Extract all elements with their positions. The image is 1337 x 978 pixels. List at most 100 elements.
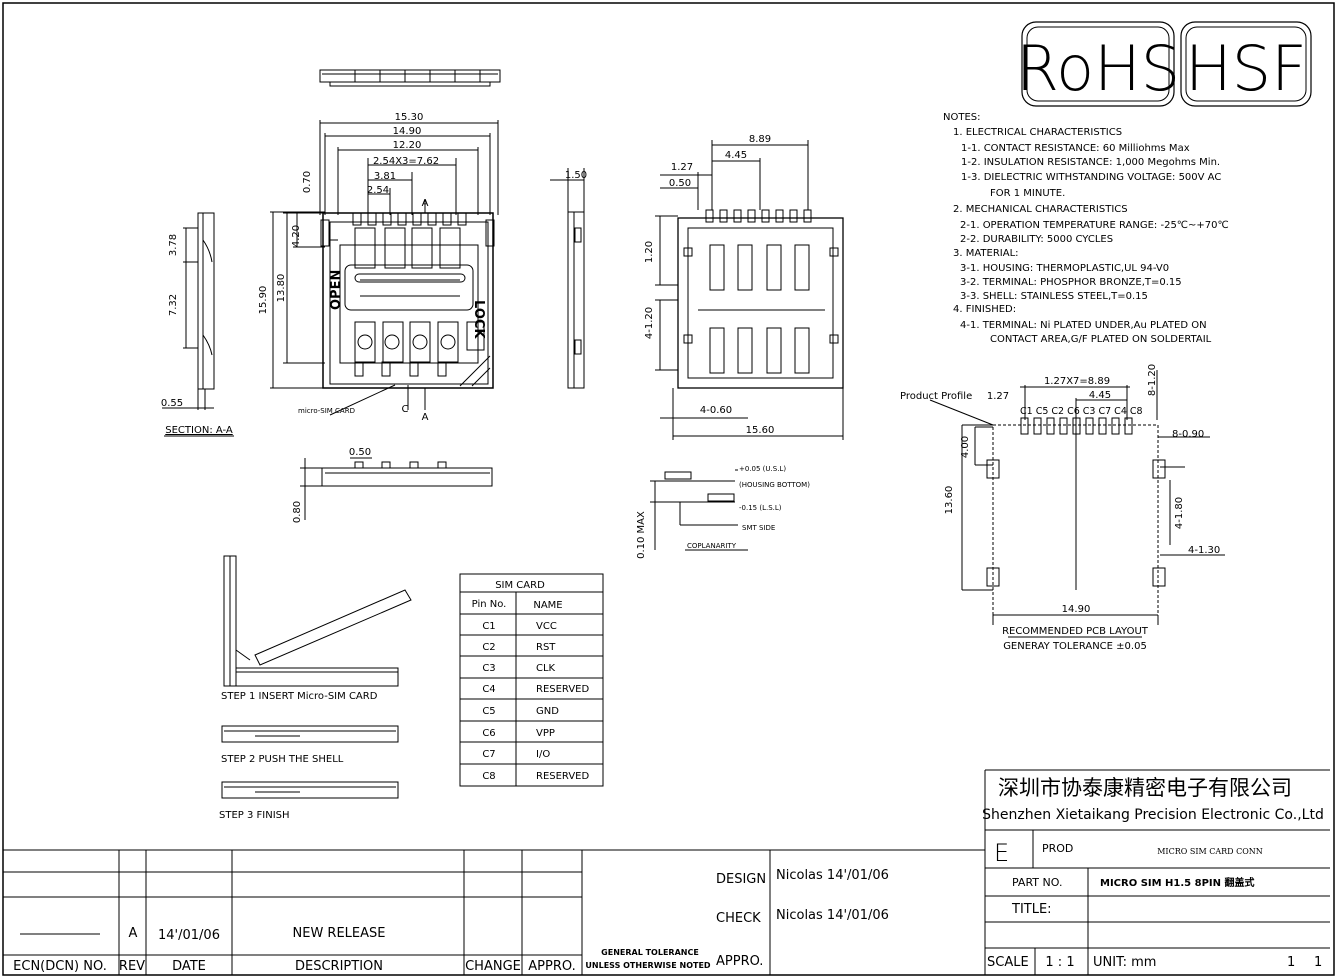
pcb-dim-4-1-30: 4-1.30 — [1188, 545, 1220, 556]
pcb-dim-14-90: 14.90 — [1062, 604, 1091, 615]
sim-table-cell: C5 — [482, 706, 495, 717]
dim-3-78: 3.78 — [168, 234, 179, 256]
main-top-view: 15.30 14.90 12.20 2.54X3=7.62 3.81 2.54 … — [258, 112, 499, 423]
dim-4-20: 4.20 — [291, 225, 302, 247]
dim-1-27: 1.27 — [671, 162, 693, 173]
prod-value: MICRO SIM CARD CONN — [1157, 847, 1263, 856]
appro-header: APPRO. — [528, 959, 575, 974]
step-3-label: STEP 3 FINISH — [219, 810, 290, 821]
dim-0-50: 0.50 — [669, 178, 691, 189]
sim-table-cell: C1 — [482, 621, 495, 632]
smt-side-label: SMT SIDE — [742, 524, 775, 532]
lock-label: LOCK — [471, 300, 486, 339]
sim-table-cell: RESERVED — [536, 684, 589, 695]
top-side-view — [319, 69, 501, 87]
section-mark-a: A — [422, 198, 429, 209]
pcb-pin-labels: C1 C5 C2 C6 C3 C7 C4 C8 — [1020, 406, 1143, 417]
change-header: CHANGE — [465, 959, 521, 974]
dim-15-30: 15.30 — [395, 112, 424, 123]
pcb-dim-8-1-20: 8-1.20 — [1147, 364, 1158, 396]
dim-4-1-20: 4-1.20 — [644, 307, 655, 339]
sim-table-cell: I/O — [536, 749, 550, 760]
product-profile-label: Product Profile — [900, 391, 972, 402]
date-header: DATE — [172, 959, 206, 974]
pcb-dim-8-0-90: 8-0.90 — [1172, 429, 1204, 440]
dim-0-10-max: 0.10 MAX — [636, 511, 647, 559]
unless-noted: UNLESS OTHERWISE NOTED — [585, 961, 711, 970]
sim-table-cell: C2 — [482, 642, 495, 653]
svg-text:RoHS: RoHS — [1016, 32, 1180, 105]
section-mark-a: A — [422, 412, 429, 423]
pcb-dim-4-00: 4.00 — [960, 436, 971, 458]
sheet-total: 1 — [1314, 955, 1322, 970]
dim-8-89: 8.89 — [749, 134, 771, 145]
note-line: NOTES: — [943, 112, 981, 123]
section-title: SECTION: A-A — [165, 425, 233, 436]
dim-4-45: 4.45 — [725, 150, 747, 161]
step-1-label: STEP 1 INSERT Micro-SIM CARD — [221, 691, 378, 702]
dim-15-60: 15.60 — [746, 425, 775, 436]
sim-table-cell: GND — [536, 706, 559, 717]
note-line: 2-2. DURABILITY: 5000 CYCLES — [960, 234, 1113, 245]
title-block: 深圳市协泰康精密电子有限公司 Shenzhen Xietaikang Preci… — [982, 769, 1330, 975]
bottom-view: 8.89 4.45 1.27 0.50 1.20 4-1.20 4-0.60 1… — [644, 134, 844, 440]
pcb-dim-8-89: 1.27X7=8.89 — [1044, 376, 1110, 387]
description-value: NEW RELEASE — [293, 926, 386, 941]
design-label: DESIGN — [716, 872, 766, 887]
note-line: 3-1. HOUSING: THERMOPLASTIC,UL 94-V0 — [960, 263, 1169, 274]
rev-value: A — [129, 926, 138, 941]
note-line: 1-1. CONTACT RESISTANCE: 60 Milliohms Ma… — [961, 143, 1190, 154]
dim-14-90: 14.90 — [393, 126, 422, 137]
sim-table-header: Pin No. — [472, 599, 507, 610]
note-line: 3. MATERIAL: — [953, 248, 1019, 259]
section-a-a: 3.78 7.32 0.55 SECTION: A-A — [161, 212, 234, 437]
note-line: 3-2. TERMINAL: PHOSPHOR BRONZE,T=0.15 — [960, 277, 1182, 288]
company-name-en: Shenzhen Xietaikang Precision Electronic… — [982, 807, 1324, 823]
sim-table-cell: RST — [536, 642, 556, 653]
pcb-dim-4-45: 4.45 — [1089, 390, 1111, 401]
rev-header: REV — [119, 959, 145, 974]
prod-label: PROD — [1042, 842, 1073, 855]
sim-table-cell: C8 — [482, 771, 495, 782]
pcb-dim-1-27: 1.27 — [987, 391, 1009, 402]
dim-7-62: 2.54X3=7.62 — [373, 156, 439, 167]
scale-value: 1 : 1 — [1045, 955, 1074, 970]
sim-table-cell: VPP — [536, 728, 555, 739]
sim-table-cell: VCC — [536, 621, 557, 632]
svg-text:HSF: HSF — [1185, 32, 1307, 105]
dim-0-70: 0.70 — [302, 171, 313, 193]
pcb-dim-13-60: 13.60 — [944, 486, 955, 515]
date-value: 14'/01/06 — [158, 928, 220, 943]
housing-bottom-label: (HOUSING BOTTOM) — [739, 481, 810, 489]
lsl-label: -0.15 (L.S.L) — [739, 504, 782, 512]
note-line: CONTACT AREA,G/F PLATED ON SOLDERTAIL — [990, 334, 1212, 345]
description-header: DESCRIPTION — [295, 959, 383, 974]
revision-letter: E — [994, 839, 1009, 867]
note-line: 4. FINISHED: — [953, 304, 1016, 315]
coplanarity-label: COPLANARITY — [687, 542, 737, 550]
micro-sim-label: micro-SIM CARD — [298, 407, 355, 415]
step-2-label: STEP 2 PUSH THE SHELL — [221, 754, 344, 765]
step-1-figure: STEP 1 INSERT Micro-SIM CARD — [221, 555, 412, 702]
right-side-view: 1.50 — [550, 168, 587, 389]
dim-0-80: 0.80 — [292, 501, 303, 523]
note-line: 3-3. SHELL: STAINLESS STEEL,T=0.15 — [960, 291, 1148, 302]
dim-2-54: 2.54 — [367, 185, 389, 196]
pcb-dim-4-1-80: 4-1.80 — [1174, 497, 1185, 529]
step-2-figure: STEP 2 PUSH THE SHELL — [221, 725, 399, 765]
sim-table-cell: C4 — [482, 684, 495, 695]
dim-1-50: 1.50 — [565, 170, 587, 181]
dim-3-81: 3.81 — [374, 171, 396, 182]
note-line: FOR 1 MINUTE. — [990, 188, 1065, 199]
dim-13-80: 13.80 — [276, 274, 287, 303]
dim-12-20: 12.20 — [393, 140, 422, 151]
dim-4-0-60: 4-0.60 — [700, 405, 732, 416]
note-line: 1-3. DIELECTRIC WITHSTANDING VOLTAGE: 50… — [961, 172, 1221, 183]
ecn-header: ECN(DCN) NO. — [13, 959, 107, 974]
note-line: 2. MECHANICAL CHARACTERISTICS — [953, 204, 1128, 215]
coplanarity-detail: +0.05 (U.S.L) (HOUSING BOTTOM) -0.15 (L.… — [636, 465, 810, 559]
general-tolerance: GENERAL TOLERANCE — [601, 948, 699, 957]
sim-table-title: SIM CARD — [495, 580, 545, 591]
